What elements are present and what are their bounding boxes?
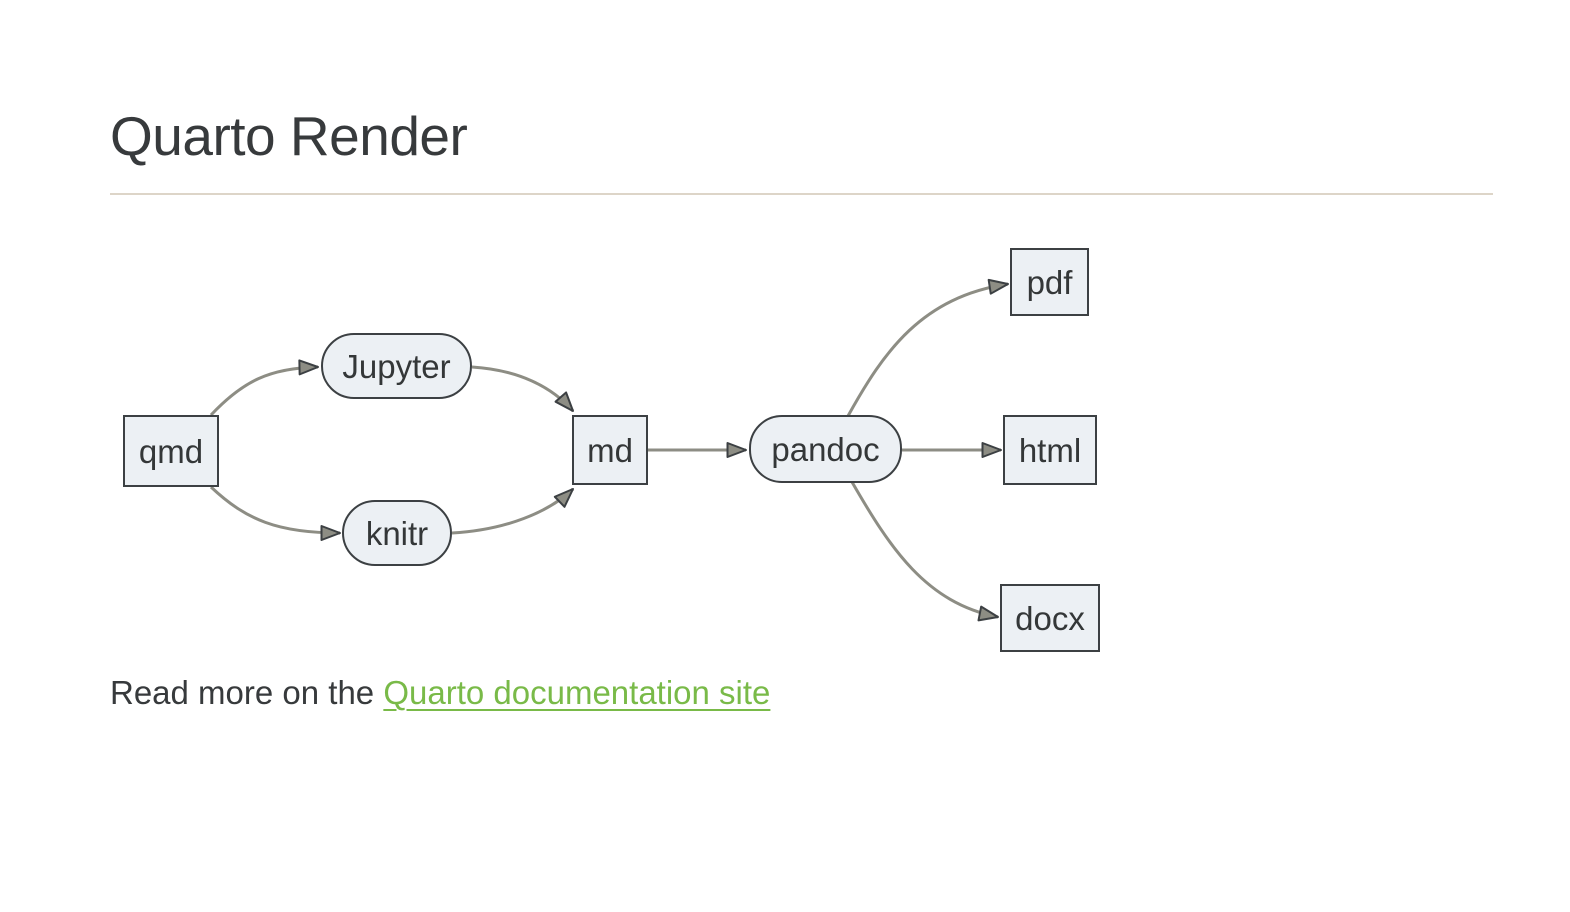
edge-jupyter-md — [471, 365, 575, 412]
edge-knitr-md — [451, 487, 575, 535]
edge-pandoc-pdf — [846, 278, 1009, 417]
node-pdf: pdf — [1010, 248, 1089, 316]
footer-text: Read more on the Quarto documentation si… — [110, 672, 770, 715]
node-jupyter-label: Jupyter — [342, 347, 451, 385]
node-html: html — [1003, 415, 1097, 485]
node-knitr: knitr — [342, 500, 452, 566]
quarto-docs-link[interactable]: Quarto documentation site — [383, 674, 771, 711]
node-pandoc-label: pandoc — [771, 430, 880, 468]
node-md-label: md — [587, 431, 633, 469]
title-divider — [110, 193, 1493, 195]
page-title: Quarto Render — [110, 105, 468, 167]
node-pandoc: pandoc — [749, 415, 902, 483]
edge-qmd-jupyter — [209, 359, 319, 417]
node-md: md — [572, 415, 648, 485]
edge-qmd-knitr — [209, 485, 341, 541]
edge-pandoc-docx — [850, 481, 999, 622]
node-pdf-label: pdf — [1026, 263, 1073, 301]
node-jupyter: Jupyter — [321, 333, 472, 399]
node-html-label: html — [1018, 431, 1082, 469]
node-qmd-label: qmd — [138, 432, 204, 470]
node-docx-label: docx — [1015, 599, 1085, 637]
footer-prefix: Read more on the — [110, 674, 384, 711]
node-qmd: qmd — [123, 415, 219, 487]
node-docx: docx — [1000, 584, 1100, 652]
node-knitr-label: knitr — [365, 514, 429, 552]
